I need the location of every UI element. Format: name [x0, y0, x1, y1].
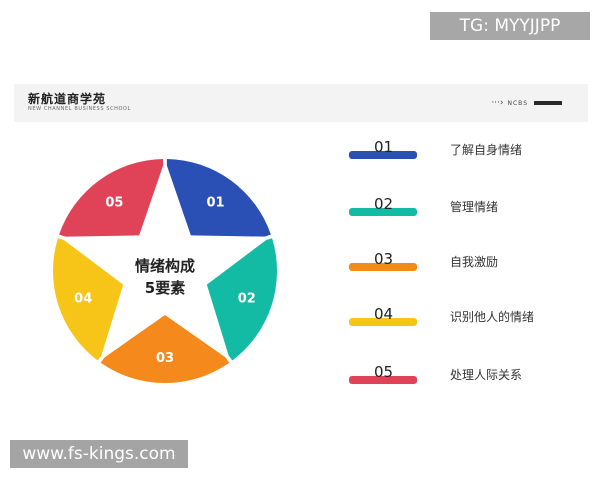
segment-label-05: 05: [105, 195, 123, 210]
emotion-star-diagram: 01 02 03 04 05 情绪构成 5要素: [52, 159, 277, 383]
legend-number: 02: [374, 195, 394, 213]
legend-number: 03: [374, 250, 394, 268]
segment-label-02: 02: [238, 292, 256, 307]
center-line1: 情绪构成: [135, 257, 195, 275]
legend-label: 识别他人的情绪: [450, 310, 535, 324]
header-banner: 新航道商学苑 NEW CHANNEL BUSINESS SCHOOL ···› …: [14, 84, 588, 122]
legend-item: 04 识别他人的情绪: [346, 305, 546, 335]
legend-color-bar: [349, 376, 417, 384]
center-line2: 5要素: [145, 279, 185, 297]
legend-number: 05: [374, 363, 394, 381]
dotted-arrow-icon: ···›: [491, 98, 504, 108]
brand-title: 新航道商学苑: [28, 92, 107, 106]
segment-label-04: 04: [74, 292, 92, 307]
segment-label-03: 03: [156, 351, 174, 366]
watermark-bottom: www.fs-kings.com: [10, 440, 188, 468]
legend-item: 02 管理情绪: [346, 195, 546, 225]
legend-label: 处理人际关系: [450, 368, 523, 382]
center-star: [59, 160, 271, 361]
bar-icon: [534, 101, 562, 105]
legend-label: 自我激励: [450, 255, 499, 269]
legend-color-bar: [349, 263, 417, 271]
legend-label: 管理情绪: [450, 200, 499, 214]
watermark-top: TG: MYYJJPP: [430, 12, 590, 40]
legend-item: 05 处理人际关系: [346, 363, 546, 393]
header-right-text: NCBS: [507, 99, 528, 107]
header-right: ···› NCBS: [491, 98, 562, 108]
legend-item: 01 了解自身情绪: [346, 138, 546, 168]
legend-color-bar: [349, 151, 417, 159]
legend-item: 03 自我激励: [346, 250, 546, 280]
segment-03: [100, 271, 230, 383]
brand-subtitle: NEW CHANNEL BUSINESS SCHOOL: [28, 106, 131, 112]
legend-label: 了解自身情绪: [450, 143, 523, 157]
legend-number: 01: [374, 138, 394, 156]
legend-number: 04: [374, 305, 394, 323]
legend-color-bar: [349, 208, 417, 216]
segment-label-01: 01: [207, 195, 225, 210]
legend-color-bar: [349, 318, 417, 326]
